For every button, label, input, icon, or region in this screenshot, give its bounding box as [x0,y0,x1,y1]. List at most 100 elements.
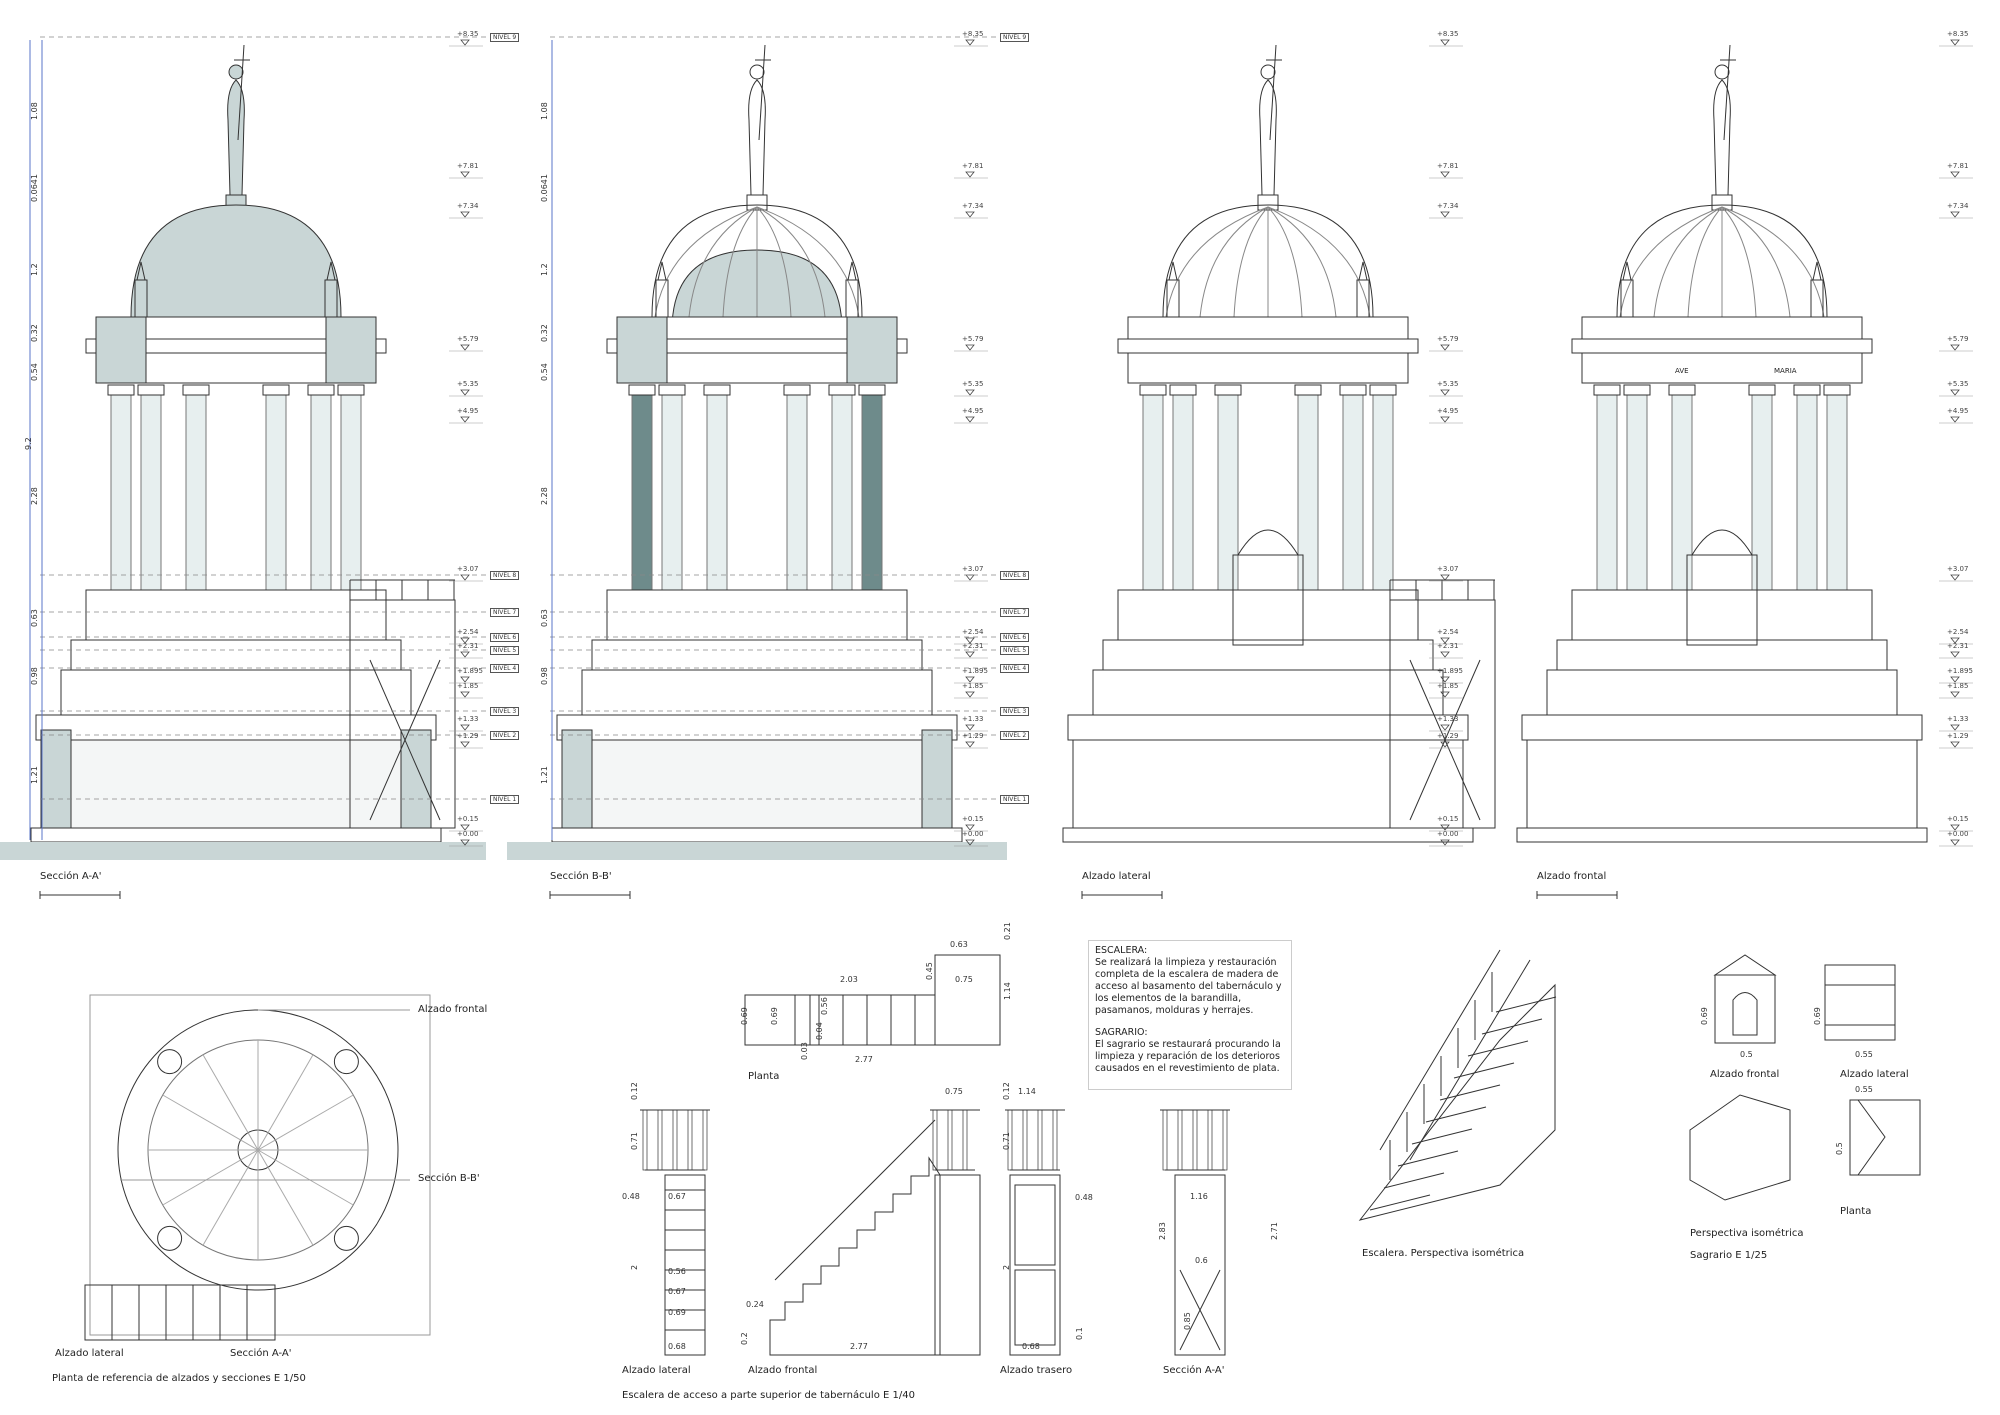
column [340,394,362,591]
vertical-dimension: 0.63 [540,609,549,627]
level-label: +5.35 [457,380,479,388]
level-marker-icon [460,389,470,396]
level-label: +1.33 [1437,715,1459,723]
dome [130,204,342,318]
statue-figure [1713,79,1731,196]
level-label: +0.15 [962,815,984,823]
stair-dimension: 0.67 [668,1192,686,1201]
sagrario-dimension: 0.55 [1855,1050,1873,1059]
dome-rib [1619,206,1723,318]
level-marker-icon [1950,344,1960,351]
column-capital [1369,384,1397,396]
level-label: +2.31 [962,642,984,650]
baluster [1162,1109,1168,1171]
level-label: +2.31 [1437,642,1459,650]
iso-stair-body [1358,983,1556,1221]
dome-rib [756,206,792,318]
stair-rear-body [1009,1174,1061,1356]
frieze-ave: AVE [1675,367,1689,375]
level-marker-icon [1440,39,1450,46]
processional-cross [758,44,766,141]
stair-dimension: 0.75 [945,1087,963,1096]
iso-stair-tread [1425,1106,1487,1123]
altarpiece-crest [1237,529,1299,556]
column-capital [107,384,135,396]
base-podium [1072,739,1464,829]
level-marker-icon [965,389,975,396]
stair-brace [369,659,441,821]
base-podium [40,739,432,829]
level-marker-icon [965,824,975,831]
level-marker-icon [965,691,975,698]
stair-dimension: 1.16 [1190,1192,1208,1201]
stair-frontal-label: Alzado frontal [748,1365,818,1376]
column [861,394,883,591]
ground-section [507,842,1007,860]
nivel-tag: NIVEL 8 [490,571,520,580]
column-capital [1169,384,1197,396]
level-marker-icon [1950,676,1960,683]
pinnacle [1166,279,1180,318]
stair-plan-dimension: 0.45 [925,962,934,980]
plan-radial [257,1094,354,1151]
stair-seccion-label: Sección A-A' [1163,1365,1225,1376]
iso-stair-tread [1481,1018,1543,1035]
level-marker-icon [965,724,975,731]
pinnacle [1620,279,1634,318]
vertical-dimension: 1.08 [30,101,39,120]
level-label: +5.35 [1947,380,1969,388]
altarpiece [1232,554,1304,646]
baluster [1037,1109,1043,1171]
level-label: +1.895 [962,667,988,675]
level-marker-icon [1440,651,1450,658]
cornice-cut-right [846,316,898,384]
pinnacle-tip [1812,261,1822,281]
nivel-tag: NIVEL 4 [490,664,520,673]
stair-plan-dimension: 2.03 [840,975,858,984]
plan-radial [202,1054,259,1151]
iso-stair-tread [1369,1194,1431,1211]
plan-column-pair [157,1225,183,1251]
stair-dimension: 0.71 [1002,1132,1011,1150]
level-marker-icon [460,651,470,658]
level-label: +3.07 [1947,565,1969,573]
plan-radial [257,1149,354,1206]
column-capital [1668,384,1696,396]
nivel-tag: NIVEL 7 [1000,608,1030,617]
stair-plan-dimension: 0.69 [740,1007,749,1025]
stair-brace [1409,659,1481,821]
sagrario-door [1732,992,1758,1036]
level-label: +3.07 [1437,565,1459,573]
pinnacle-tip [326,261,336,281]
level-label: +1.85 [457,682,479,690]
column [1626,394,1648,591]
cornice-moulding [1117,338,1419,354]
column [185,394,207,591]
level-label: +1.85 [1437,682,1459,690]
plan-column-pair [157,1049,183,1075]
stair-plan-dimension: 0.04 [815,1022,824,1040]
entablature [1581,352,1863,384]
level-marker-icon [1950,389,1960,396]
level-marker-icon [965,171,975,178]
column [1796,394,1818,591]
pinnacle [1810,279,1824,318]
level-label: +4.95 [962,407,984,415]
caption-alzado-frontal: Alzado frontal [1537,871,1607,882]
level-label: +0.00 [962,830,984,838]
column-capital [858,384,886,396]
plinth [1516,827,1928,843]
caption-seccion-bb: Sección B-B' [550,871,612,882]
note-heading-escalera: ESCALERA: [1095,945,1148,956]
dome [651,204,863,318]
baluster [1192,1109,1198,1171]
plan-label-seccion-aa: Sección A-A' [230,1348,292,1359]
level-marker-icon [1440,416,1450,423]
level-marker-icon [1440,676,1450,683]
nivel-tag: NIVEL 6 [1000,633,1030,642]
cornice-cut-left [616,316,668,384]
stair-dimension: 2.83 [1158,1222,1167,1240]
nivel-tag: NIVEL 1 [1000,795,1030,804]
level-marker-icon [1950,839,1960,846]
iso-stair-tread [1397,1150,1459,1167]
